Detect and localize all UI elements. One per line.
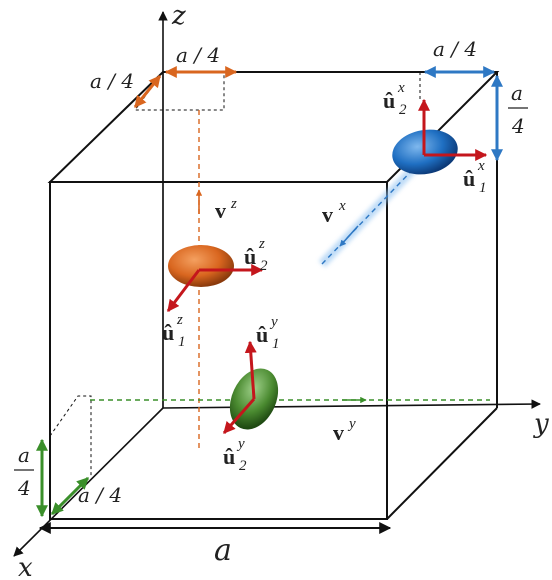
label-frac-blue-den: 4 — [511, 114, 525, 138]
label-u2z-sup: z — [258, 236, 265, 252]
label-frac-green-den: 4 — [17, 476, 31, 500]
label-u2z: û — [244, 244, 256, 269]
label-quarter-orange-h: a / 4 — [176, 43, 220, 67]
x-axis — [13, 407, 164, 557]
guide-bottom-left — [49, 395, 92, 476]
label-quarter-blue-h: a / 4 — [433, 37, 477, 61]
u1z-arrow — [166, 269, 201, 312]
z-axis-label: z — [171, 1, 186, 31]
u1y-arrow — [244, 340, 257, 400]
label-u1z-sub: 1 — [178, 334, 186, 350]
label-vx: v — [322, 202, 333, 227]
label-frac-green-num: a — [18, 443, 30, 467]
beam-blue-arrow — [339, 225, 359, 247]
label-u2y-sup: y — [236, 436, 245, 452]
label-vz-sup: z — [230, 196, 237, 212]
label-u2y: û — [223, 444, 235, 469]
cube-edge-bottom-right — [386, 407, 498, 520]
dim-arrow-green-d — [50, 476, 90, 516]
label-u2x-sup: x — [397, 80, 405, 96]
label-edge: a — [214, 533, 232, 568]
y-axis-label: y — [533, 409, 549, 439]
label-u2y-sub: 2 — [239, 458, 247, 474]
label-vy-sup: y — [347, 416, 356, 432]
label-u1y-sub: 1 — [272, 336, 280, 352]
label-vx-sup: x — [338, 198, 346, 214]
label-vz: v — [215, 198, 226, 223]
label-quarter-green-d: a / 4 — [78, 483, 122, 507]
label-quarter-orange-d: a / 4 — [90, 69, 134, 93]
dim-arrow-orange-d — [133, 75, 162, 108]
label-u1x: û — [463, 166, 475, 191]
cube-front-face — [49, 181, 388, 520]
label-u2z-sub: 2 — [260, 258, 268, 274]
label-u1y: û — [256, 322, 268, 347]
label-frac-blue-num: a — [511, 81, 523, 105]
guide-top-left — [134, 71, 225, 111]
label-u1x-sub: 1 — [479, 180, 487, 196]
label-u2x: û — [383, 88, 395, 113]
label-vy: v — [333, 420, 344, 445]
label-u1y-sup: y — [269, 314, 278, 330]
ellipsoid-orange — [168, 245, 234, 287]
u2y-arrow — [222, 398, 256, 434]
beam-blue — [321, 159, 423, 265]
label-u1z-sup: z — [176, 312, 183, 328]
label-u2x-sub: 2 — [399, 102, 407, 118]
label-u1z: û — [162, 320, 174, 345]
label-u1x-sup: x — [477, 158, 485, 174]
y-axis — [162, 399, 541, 409]
x-axis-label: x — [18, 553, 33, 580]
